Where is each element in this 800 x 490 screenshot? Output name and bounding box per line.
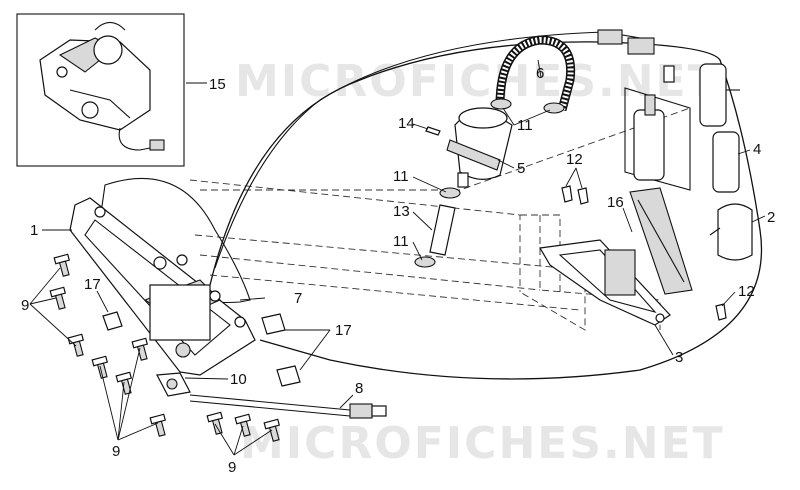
callout-4: 4 bbox=[753, 141, 761, 158]
callout-12-right: 12 bbox=[738, 283, 755, 300]
callout-16: 16 bbox=[607, 194, 624, 211]
inset-pump-assembly bbox=[16, 13, 185, 167]
inset-frame bbox=[16, 13, 185, 167]
callout-11-mid: 11 bbox=[393, 168, 409, 185]
screws-12 bbox=[561, 185, 727, 321]
callout-13: 13 bbox=[393, 203, 410, 220]
callout-7: 7 bbox=[294, 290, 302, 307]
callout-11-bottom: 11 bbox=[393, 233, 409, 250]
hose-clamps bbox=[414, 98, 565, 268]
callout-5: 5 bbox=[517, 160, 525, 177]
callout-17-left: 17 bbox=[84, 276, 101, 293]
callout-17-right: 17 bbox=[335, 322, 352, 339]
callout-8: 8 bbox=[355, 380, 363, 397]
cable-harness bbox=[189, 394, 387, 419]
callout-10: 10 bbox=[230, 371, 247, 388]
callout-9-bottom-left: 9 bbox=[112, 443, 120, 460]
watermark-bottom: MICROFICHES.NET bbox=[240, 418, 725, 469]
callout-9-bottom: 9 bbox=[228, 459, 236, 476]
secondary-wire bbox=[214, 31, 641, 269]
callout-9-left: 9 bbox=[21, 297, 29, 314]
callout-2: 2 bbox=[767, 209, 775, 226]
callout-14: 14 bbox=[398, 115, 415, 132]
leader-lines bbox=[29, 59, 766, 456]
small-screw-14 bbox=[425, 126, 441, 136]
clamp-cover bbox=[709, 203, 753, 261]
support-bracket bbox=[539, 239, 671, 326]
callout-11-top: 11 bbox=[517, 117, 533, 134]
strainer-filter bbox=[629, 187, 693, 295]
flange-plate bbox=[69, 197, 256, 376]
pump-frame bbox=[624, 87, 691, 191]
callout-6: 6 bbox=[536, 65, 544, 82]
callout-1: 1 bbox=[30, 222, 38, 239]
callout-labels: 15 1 9 17 7 17 10 8 9 9 6 11 14 5 11 13 … bbox=[21, 65, 775, 476]
watermark-top: MICROFICHES.NET bbox=[235, 56, 720, 107]
grommet bbox=[156, 372, 191, 397]
corrugated-hose bbox=[495, 35, 576, 112]
callout-3: 3 bbox=[675, 349, 683, 366]
clips bbox=[102, 311, 301, 387]
screws-bottom-group bbox=[206, 411, 281, 442]
top-connectors bbox=[597, 29, 675, 83]
callout-12-top: 12 bbox=[566, 151, 583, 168]
fuel-pump bbox=[446, 107, 513, 188]
level-sensor bbox=[699, 63, 740, 193]
callout-15: 15 bbox=[209, 76, 226, 93]
pipe bbox=[429, 204, 456, 256]
